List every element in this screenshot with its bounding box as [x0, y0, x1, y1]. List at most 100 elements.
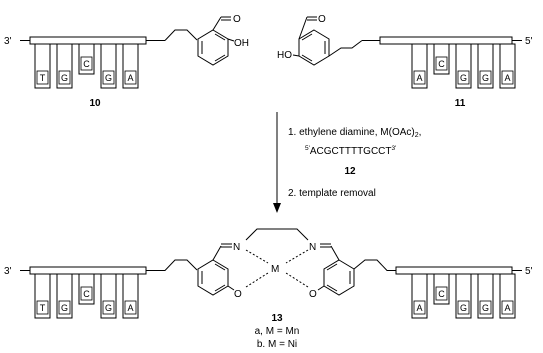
coordination-bond: [285, 272, 309, 288]
hydroxyl-label-10: OH: [234, 38, 249, 49]
strand-10: 3' T G C G A: [4, 36, 165, 89]
strand-13-right-base-inner: [501, 300, 514, 315]
strand-13-right-base-5: A: [504, 303, 510, 313]
strand-13-left-base-inner: [80, 286, 93, 301]
imine-nitrogen-right: N: [309, 242, 316, 253]
template-compound-label-12: 12: [344, 166, 356, 177]
strand-11-5prime-label: 5': [525, 36, 533, 47]
ethyl-linker-13-left: [146, 259, 198, 271]
strand-11: 5' A C G G A: [362, 36, 533, 89]
reaction-step-2: 2. template removal: [288, 188, 376, 199]
strand-13-right-base-inner: [413, 300, 426, 315]
salicylaldehyde-11: [292, 16, 363, 66]
strand-11-base-inner: [457, 70, 470, 85]
strand-13-right-base-inner: [457, 300, 470, 315]
strand-11-base-3: G: [460, 73, 467, 83]
strand-13-left-base-4: G: [105, 303, 112, 313]
ethyl-linker-11: [328, 40, 363, 57]
reaction-step-1: 1. ethylene diamine, M(OAc)2,: [288, 127, 421, 139]
imine-ch-bond: [330, 245, 340, 261]
ethyl-linker-10: [164, 29, 198, 41]
strand-13-left: 3' T G C G A: [4, 266, 147, 319]
strand-13-right-base-1: A: [416, 303, 422, 313]
imine-ch-bond: [212, 245, 222, 261]
strand-13-right-base-2: C: [438, 289, 445, 299]
strand-13-left-base-5: A: [127, 303, 133, 313]
aldehyde-oxygen-11: O: [318, 14, 326, 25]
compound-label-10: 10: [89, 98, 101, 109]
strand-13-left-base-inner: [58, 300, 71, 315]
coordination-bond: [245, 272, 269, 288]
strand-10-base-2: G: [61, 73, 68, 83]
ring-double-bond: [301, 54, 313, 62]
metal-center: M: [271, 264, 279, 275]
ring-double-bond: [214, 54, 226, 62]
strand-11-base-5: A: [504, 73, 510, 83]
coordination-bond: [285, 249, 309, 264]
ring-double-bond: [214, 284, 226, 292]
strand-10-base-inner: [80, 56, 93, 71]
strand-13-left-base-1: T: [40, 303, 46, 313]
aldehyde-bond: [298, 16, 308, 40]
strand-13-right-base-4: G: [482, 303, 489, 313]
strand-10-base-5: A: [127, 73, 133, 83]
arrow-head: [273, 203, 281, 213]
coordination-bond: [245, 249, 269, 264]
strand-10-base-inner: [36, 70, 49, 85]
strand-13-left-base-inner: [102, 300, 115, 315]
compound-label-11: 11: [455, 98, 466, 109]
phenoxide-oxygen-left: O: [234, 289, 242, 300]
strand-11-base-2: C: [438, 59, 445, 69]
strand-10-base-inner: [124, 70, 137, 85]
ring-double-bond: [301, 33, 313, 41]
strand-13-left-3prime-label: 3': [4, 266, 12, 277]
strand-10-base-inner: [58, 70, 71, 85]
strand-13-left-base-2: G: [61, 303, 68, 313]
strand-13-left-backbone: [29, 266, 147, 275]
strand-13-right-backbone: [395, 266, 513, 275]
strand-13-right-base-3: G: [460, 303, 467, 313]
strand-10-3prime-label: 3': [4, 36, 12, 47]
strand-13-left-base-inner: [36, 300, 49, 315]
template-sequence: 5'ACGCTTTTGCCT3': [305, 145, 396, 157]
salicylaldehyde-10: [164, 16, 235, 66]
strand-13-left-base-3: C: [83, 289, 90, 299]
hydroxyl-label-11: HO: [277, 50, 292, 61]
phenoxide-bond: [317, 285, 325, 291]
benzene-ring-13-left: [197, 259, 229, 296]
strand-11-base-inner: [413, 70, 426, 85]
strand-11-base-inner: [501, 70, 514, 85]
ring-double-bond: [214, 33, 226, 41]
aldehyde-bond: [212, 16, 222, 31]
strand-13-right-base-inner: [479, 300, 492, 315]
ethylene-bridge: [245, 228, 309, 241]
phenoxide-bond: [227, 285, 235, 291]
imine-nitrogen-left: N: [233, 242, 240, 253]
strand-13-right-5prime-label: 5': [525, 266, 533, 277]
reaction-arrow: [273, 112, 281, 213]
hydroxyl-bond: [227, 38, 235, 42]
strand-10-base-inner: [102, 70, 115, 85]
strand-10-base-1: T: [40, 73, 46, 83]
strand-10-base-3: C: [83, 59, 90, 69]
hydroxyl-bond: [292, 54, 300, 57]
strand-11-base-inner: [435, 56, 448, 71]
strand-11-backbone: [379, 36, 513, 45]
salen-complex-13: [146, 228, 396, 296]
aldehyde-oxygen-10: O: [233, 14, 241, 25]
strand-11-base-1: A: [416, 73, 422, 83]
strand-11-base-4: G: [482, 73, 489, 83]
strand-11-base-inner: [479, 70, 492, 85]
ring-double-bond: [326, 284, 338, 292]
variant-b-label: b. M = Ni: [257, 339, 297, 350]
phenoxide-oxygen-right: O: [309, 289, 317, 300]
strand-13-left-base-inner: [124, 300, 137, 315]
strand-13-right-base-inner: [435, 286, 448, 301]
ring-double-bond: [214, 263, 226, 271]
strand-10-backbone: [29, 36, 147, 45]
ring-double-bond: [326, 263, 338, 271]
ethyl-linker-13-right: [353, 259, 396, 271]
compound-label-13: 13: [271, 313, 283, 324]
variant-a-label: a, M = Mn: [255, 326, 300, 337]
